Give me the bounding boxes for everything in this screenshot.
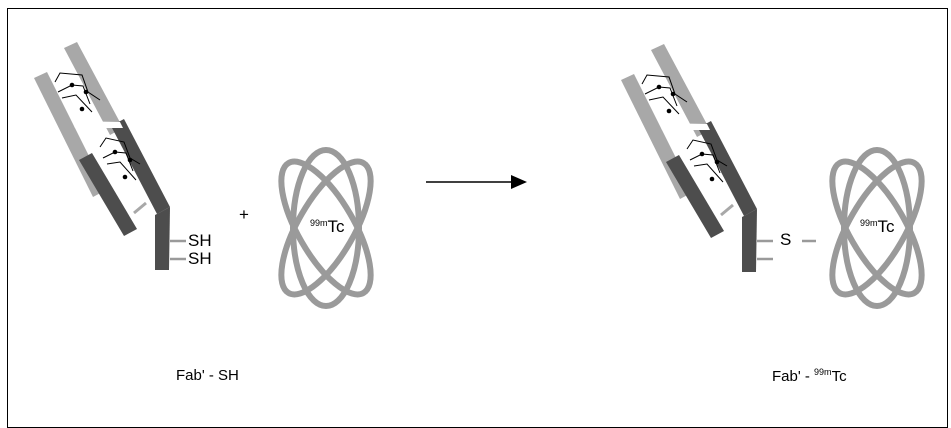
s-label: S: [780, 230, 792, 249]
caption-left: Fab' - SH: [176, 367, 239, 384]
reaction-diagram: [32, 40, 951, 409]
atom-label-right-sup: 99m: [860, 218, 878, 228]
caption-right: Fab' - 99mTc: [772, 367, 847, 385]
sh-label-bottom: SH: [188, 249, 212, 268]
atom-label-left: 99mTc: [310, 217, 345, 237]
sh-label-top: SH: [188, 231, 212, 250]
caption-right-symbol: Tc: [831, 368, 847, 385]
atom-label-left-sup: 99m: [310, 218, 328, 228]
atom-label-right-symbol: Tc: [877, 217, 895, 236]
plus-sign: +: [239, 205, 249, 224]
atom-label-right: 99mTc: [860, 217, 895, 237]
caption-right-sup: 99m: [814, 367, 832, 377]
atom-label-left-symbol: Tc: [327, 217, 345, 236]
reaction-arrow-icon: [426, 175, 527, 189]
caption-right-main: Fab' -: [772, 368, 815, 385]
fab-fragment-icon-right: [619, 42, 773, 274]
fab-fragment-icon-left: [32, 40, 186, 272]
